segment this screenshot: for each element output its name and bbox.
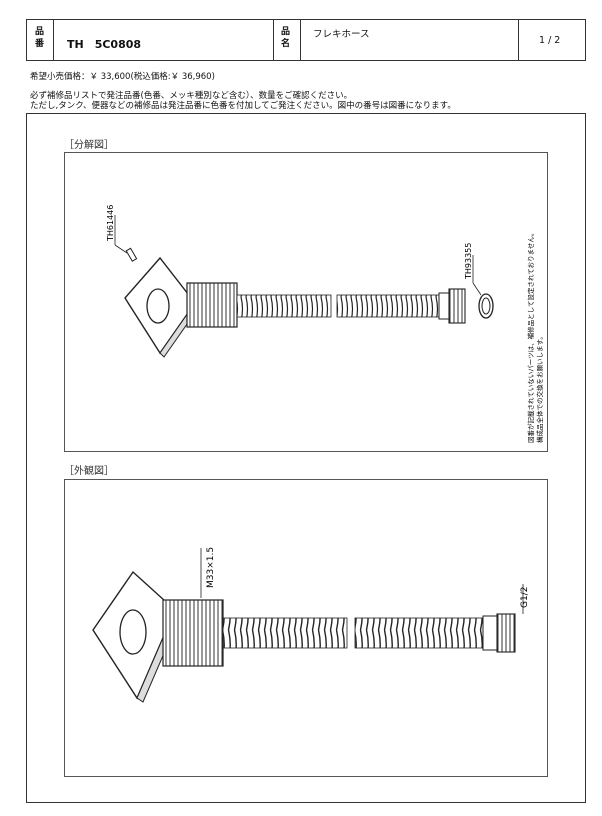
hinban-label: 品番 (35, 27, 45, 49)
threaded-body (162, 599, 224, 667)
hose-end-fitting (438, 288, 466, 324)
threaded-body (186, 282, 238, 328)
divider (300, 20, 301, 60)
part-label-a: TH61446 (106, 205, 115, 242)
part-label-b: TH93355 (464, 243, 473, 280)
exterior-drawing: M33×1.5 G1/2 (92, 547, 530, 703)
thread-label-a: M33×1.5 (206, 547, 216, 588)
hinmei-label: 品名 (281, 27, 291, 49)
note-line-2: ただし,タンク、便器などの補修品は発注品番に色番を付加してご発注ください。図中の… (30, 101, 456, 111)
exploded-label: ［分解図］ (64, 140, 114, 151)
side-note-1: 図番が記載されていないパーツは、補修品として設定されておりません。 (526, 230, 535, 443)
set-screw (125, 247, 138, 262)
divider (273, 20, 274, 60)
exterior-label: ［外観図］ (64, 466, 114, 477)
product-name: フレキホース (313, 29, 370, 40)
drawing-frame (26, 113, 586, 803)
product-number: TH 5C0808 (67, 38, 142, 51)
hose-coil (236, 294, 332, 318)
header-table: 品番 TH 5C0808 品名 フレキホース 1 / 2 (26, 19, 586, 61)
washer (478, 293, 494, 319)
side-note-2: 構成品全体での交換をお願いします。 (535, 333, 544, 443)
divider (53, 20, 54, 60)
hose-end-fitting (482, 613, 516, 653)
hose-coil (336, 294, 440, 318)
thread-label-b: G1/2 (520, 587, 530, 608)
page-number: 1 / 2 (539, 35, 561, 46)
price-line: 希望小売価格：￥ 33,600(税込価格:￥ 36,960) (30, 72, 215, 82)
exploded-panel: TH61446 TH93355 図番が記載されていないパーツは、補修品として設定… (64, 152, 548, 452)
hose-coil (222, 617, 348, 649)
note-line-1: 必ず補修品リストで発注品番(色番、メッキ種別など含む）、数量をご確認ください。 (30, 91, 353, 101)
exploded-drawing: TH61446 TH93355 図番が記載されていないパーツは、補修品として設定… (106, 205, 544, 443)
hose-coil (354, 617, 484, 649)
exterior-panel: M33×1.5 G1/2 (64, 479, 548, 777)
divider (518, 20, 519, 60)
